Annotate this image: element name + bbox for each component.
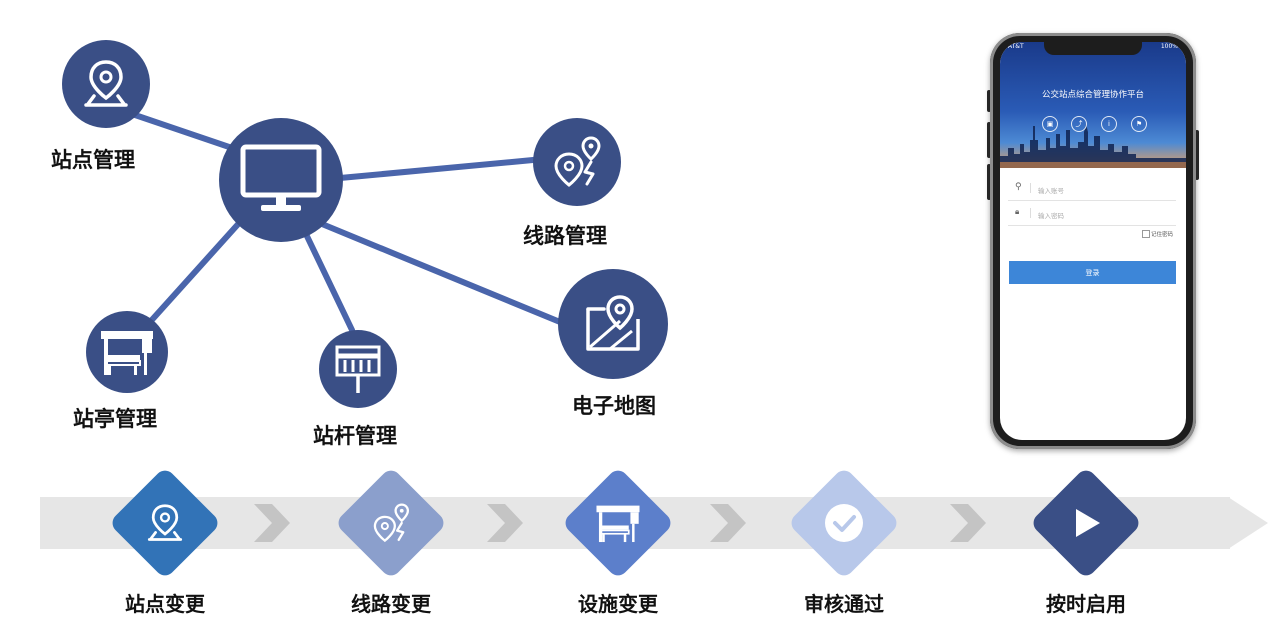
phone-side-button — [987, 90, 991, 112]
module-label-station: 站点管理 — [51, 148, 135, 172]
status-carrier: AT&T — [1008, 43, 1024, 50]
chevron-right-icon — [710, 504, 746, 542]
play-icon — [1076, 509, 1100, 537]
app-header: AT&T 100% 公交站点综合管理协作平台 ▣ ⤴ i ⚑ — [1000, 42, 1186, 168]
module-label-pole: 站杆管理 — [313, 424, 397, 448]
connector-route — [337, 157, 536, 181]
account-placeholder: 输入账号 — [1038, 187, 1064, 195]
field-divider — [1030, 183, 1031, 193]
lock-icon: 🔒︎ — [1015, 207, 1020, 216]
process-step-label: 按时启用 — [1046, 592, 1126, 616]
app-title: 公交站点综合管理协作平台 — [1041, 90, 1144, 100]
account-field[interactable]: ⚲ 输入账号 — [1008, 178, 1176, 201]
module-node-route[interactable] — [533, 118, 621, 206]
route-pins-icon — [554, 136, 601, 187]
process-step-label: 线路变更 — [351, 592, 431, 616]
step-icon-wrap — [351, 483, 431, 563]
step-icon-wrap — [125, 483, 205, 563]
remember-label: 记住密码 — [1151, 232, 1174, 238]
user-icon: ⚲ — [1015, 182, 1022, 192]
chevron-right-icon — [487, 504, 523, 542]
process-step-label: 站点变更 — [125, 592, 205, 616]
module-node-map[interactable] — [558, 269, 668, 379]
connector-station — [132, 112, 241, 153]
module-node-pole[interactable] — [319, 330, 397, 408]
login-button[interactable]: 登录 — [1009, 261, 1176, 284]
module-node-station[interactable] — [62, 40, 150, 128]
phone-side-button — [987, 122, 991, 158]
password-placeholder: 输入密码 — [1038, 212, 1064, 220]
password-field[interactable]: 🔒︎ 输入密码 — [1008, 203, 1176, 226]
module-node-shelter[interactable] — [86, 311, 168, 393]
connector-pole — [302, 229, 355, 333]
flag-mini-icon[interactable]: ⚑ — [1131, 116, 1147, 132]
check-circle-icon — [825, 504, 863, 542]
location-pin-icon — [84, 60, 128, 107]
module-label-route: 线路管理 — [523, 224, 607, 248]
phone-side-button — [987, 164, 991, 200]
phone-notch — [1044, 40, 1142, 55]
connector-shelter — [147, 219, 243, 325]
route-pins-icon — [373, 503, 410, 543]
chevron-right-icon — [950, 504, 986, 542]
hub-node — [219, 118, 343, 242]
chevron-right-icon — [254, 504, 290, 542]
step-icon-wrap — [1046, 483, 1126, 563]
remember-checkbox[interactable] — [1142, 230, 1150, 238]
status-battery: 100% — [1160, 43, 1178, 50]
step-icon-wrap — [578, 483, 658, 563]
bus-shelter-icon — [596, 505, 640, 543]
info-mini-icon[interactable]: i — [1101, 116, 1117, 132]
connector-map — [319, 221, 563, 325]
city-skyline-image — [1000, 124, 1186, 168]
phone-side-button — [1195, 130, 1199, 180]
module-label-shelter: 站亭管理 — [73, 407, 157, 431]
process-step-label: 设施变更 — [578, 592, 658, 616]
field-divider — [1030, 208, 1031, 218]
module-label-map: 电子地图 — [572, 394, 656, 418]
process-step-label: 审核通过 — [804, 592, 884, 616]
map-pin-icon — [586, 295, 640, 351]
monitor-icon — [240, 144, 322, 211]
location-pin-icon — [147, 504, 183, 541]
route-mini-icon[interactable]: ⤴ — [1071, 116, 1087, 132]
process-track-arrowhead — [1228, 497, 1268, 549]
bus-mini-icon[interactable]: ▣ — [1042, 116, 1058, 132]
phone-screen: AT&T 100% 公交站点综合管理协作平台 ▣ ⤴ i ⚑ ⚲ 输入账号 🔒︎… — [1000, 42, 1186, 440]
bus-stop-sign-icon — [335, 345, 381, 393]
step-icon-wrap — [804, 483, 884, 563]
bus-shelter-icon — [101, 331, 153, 375]
